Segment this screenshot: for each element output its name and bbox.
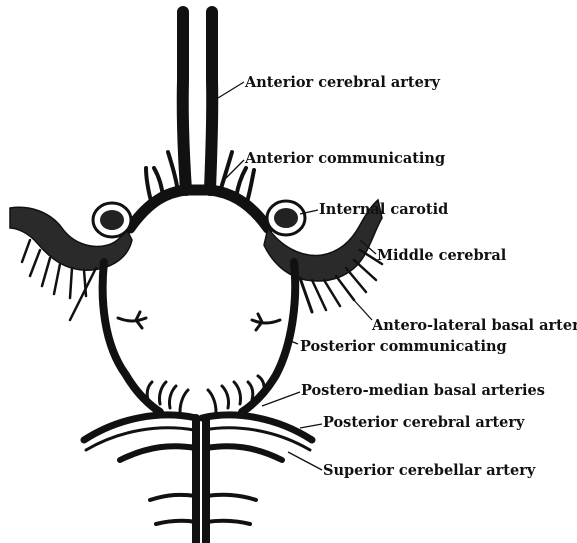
label-posterior-communicating: Posterior communicating [300,338,507,355]
left-carotid-middle-cerebral [10,203,132,320]
label-posterior-cerebral: Posterior cerebral artery [323,414,525,431]
label-internal-carotid: Internal carotid [319,201,448,218]
label-antero-lateral: Antero-lateral basal arteries [371,317,577,334]
label-postero-median: Postero-median basal arteries [301,382,545,399]
leader-postero-median [262,392,300,406]
basilar-artery [120,418,282,543]
leader-superior-cerebellar [288,452,322,470]
leader-antero-lateral [352,298,372,320]
label-anterior-cerebral: Anterior cerebral artery [244,74,440,91]
label-middle-cerebral: Middle cerebral [377,247,507,264]
label-superior-cerebellar: Superior cerebellar artery [323,462,536,479]
leader-anterior-cerebral [218,82,244,98]
posterior-communicating-arteries [103,262,296,412]
leader-posterior-cerebral [300,424,322,428]
label-anterior-communicating: Anterior communicating [244,150,445,167]
anterior-cerebral-arteries [183,12,213,190]
